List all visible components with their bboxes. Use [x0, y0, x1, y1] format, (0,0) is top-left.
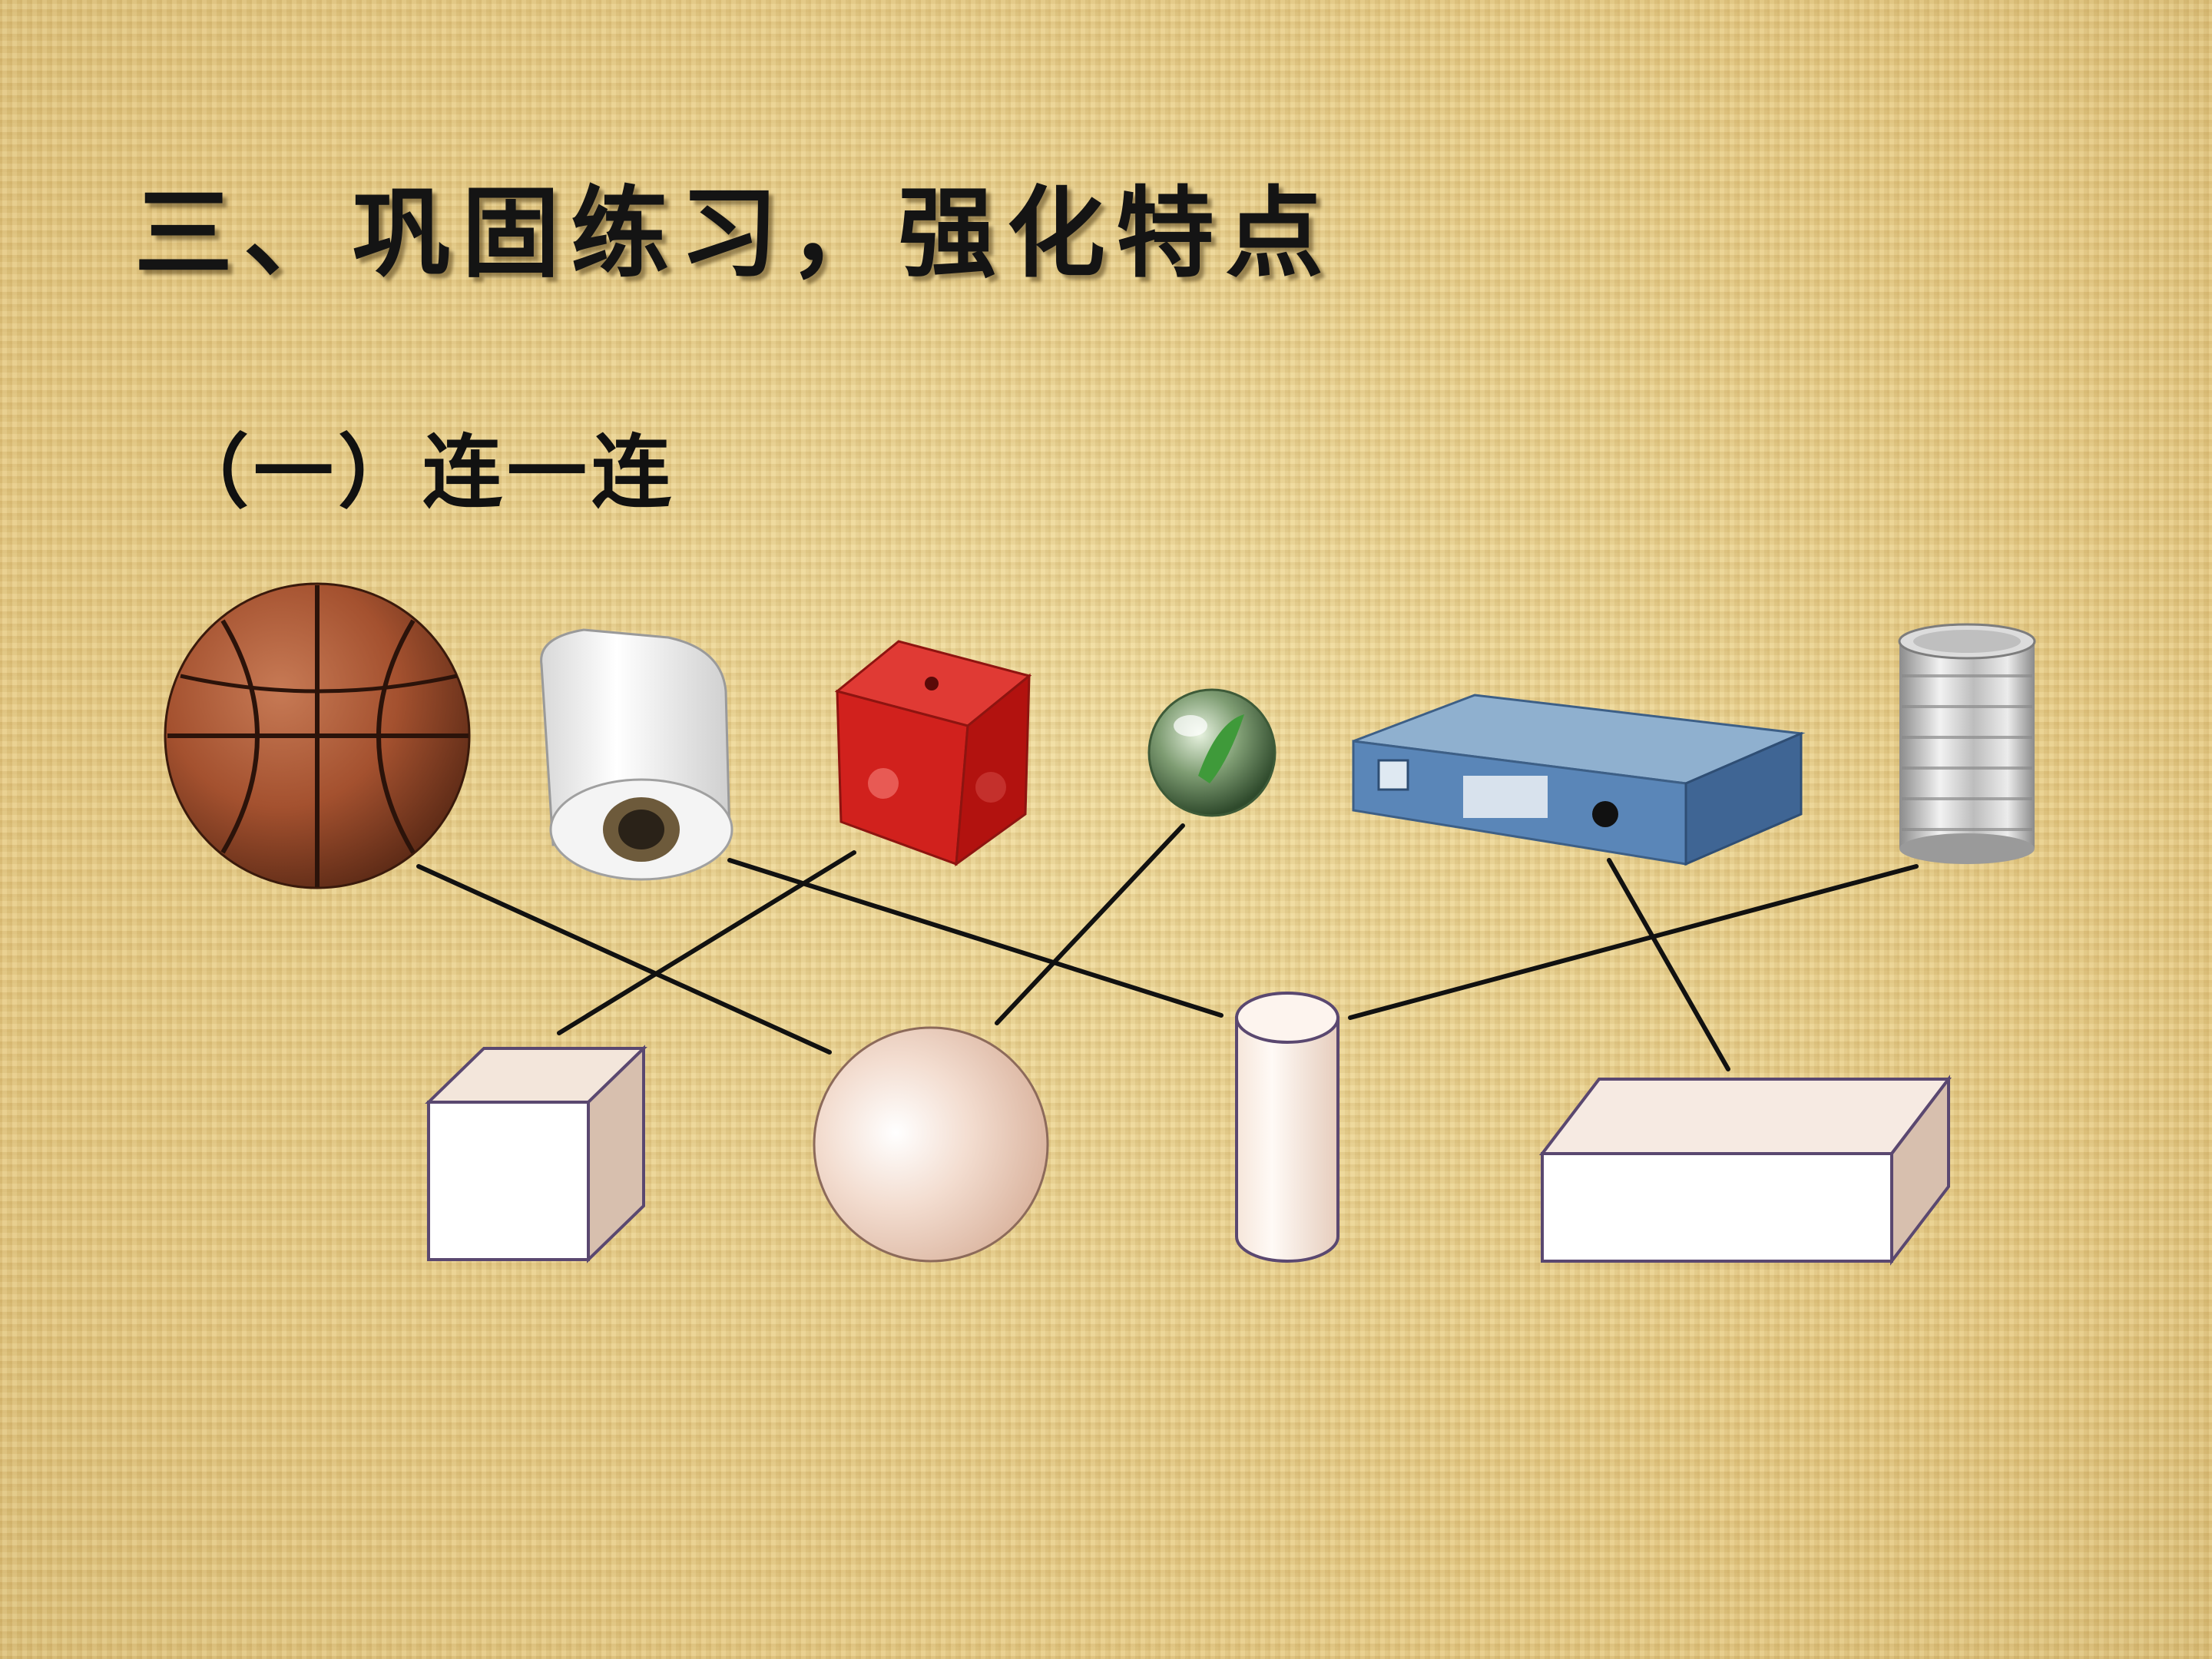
connection-lines	[416, 823, 1919, 1071]
marble-icon	[1147, 688, 1277, 817]
sphere-shape	[813, 1026, 1049, 1263]
cylinder-shape	[1235, 992, 1339, 1263]
basketball-icon	[164, 582, 471, 889]
exercise-subtitle: （一）连一连	[169, 425, 677, 519]
paper-roll-icon	[540, 628, 733, 881]
line-can-cylinder	[1348, 864, 1919, 1020]
cube-shape	[425, 1045, 647, 1263]
line-roll-cylinder	[727, 858, 1224, 1018]
binder-box-icon	[1352, 694, 1806, 866]
slide-title: 三、巩固练习，强化特点	[134, 176, 1335, 291]
line-basketball-sphere	[416, 864, 832, 1055]
line-binder-cuboid	[1607, 858, 1730, 1071]
tin-can-icon	[1898, 623, 2036, 864]
cuboid-shape	[1538, 1075, 1952, 1266]
line-marble-sphere	[995, 823, 1185, 1025]
red-cube-icon	[834, 640, 1032, 867]
line-cube-cube	[557, 850, 856, 1035]
